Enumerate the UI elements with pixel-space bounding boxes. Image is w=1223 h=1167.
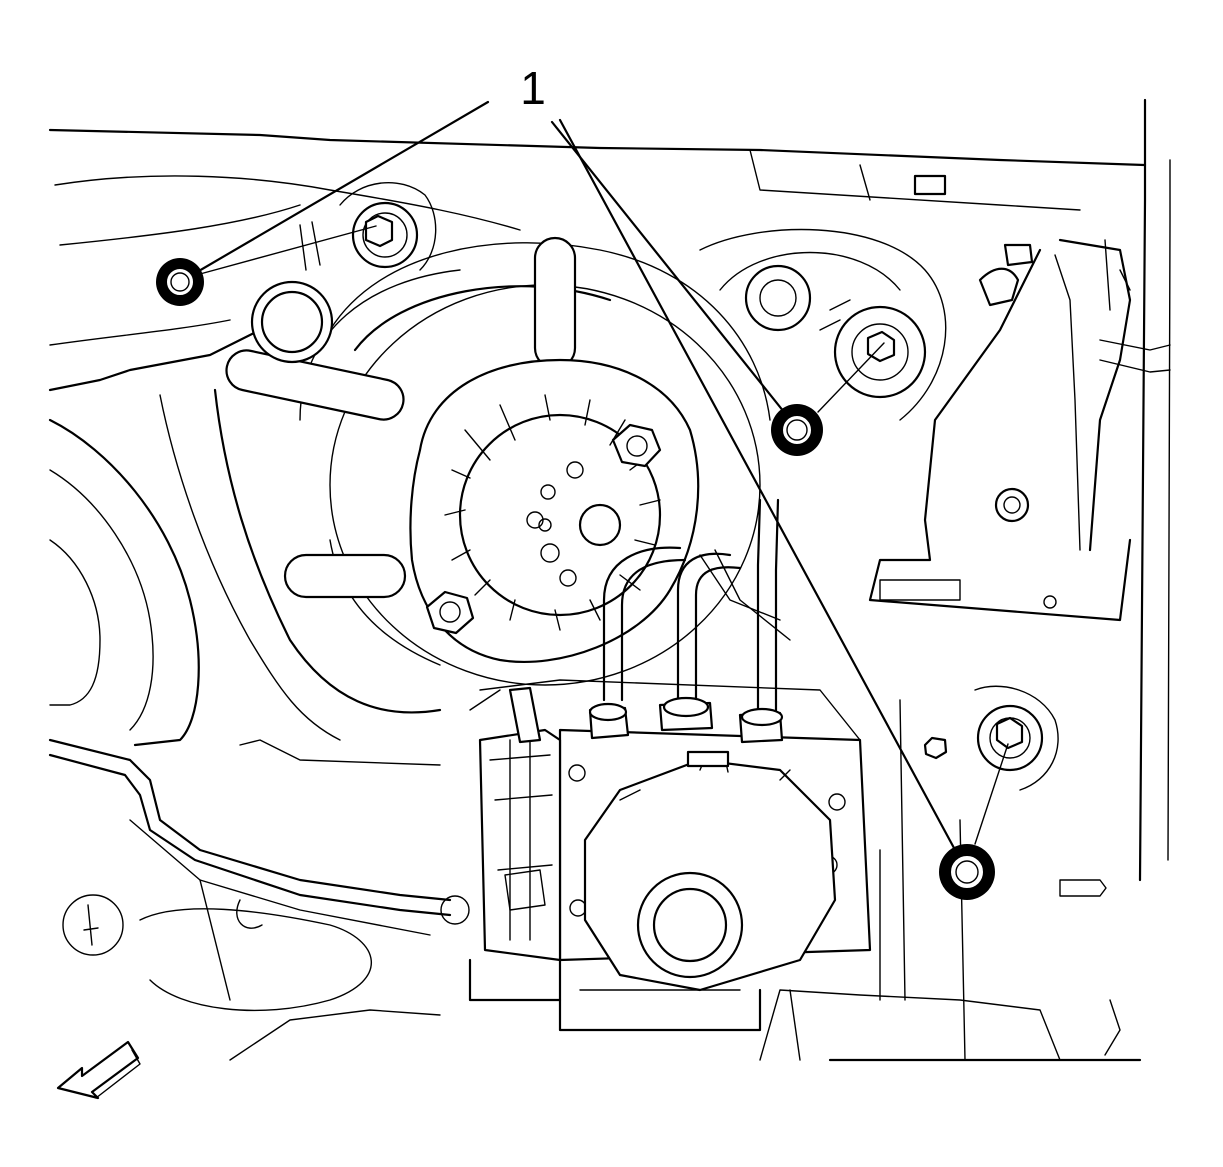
nut-upper-left <box>156 258 204 306</box>
brake-lines <box>48 498 791 936</box>
callout-leaders <box>178 100 1009 874</box>
upper-left-mount <box>250 182 437 364</box>
left-panel <box>48 388 442 747</box>
callout-label: 1 <box>520 62 546 114</box>
front-direction-arrow-icon <box>56 1040 141 1100</box>
abs-pump-motor <box>583 750 837 992</box>
nut-lower-right <box>939 844 995 900</box>
abs-module <box>468 679 872 1032</box>
mounting-bracket <box>868 238 1171 622</box>
abs-connector <box>440 686 562 962</box>
nut-upper-right <box>771 404 823 456</box>
lower-right-mount <box>923 685 1107 897</box>
body-panel <box>48 98 1171 882</box>
upper-right-mount <box>699 228 947 421</box>
